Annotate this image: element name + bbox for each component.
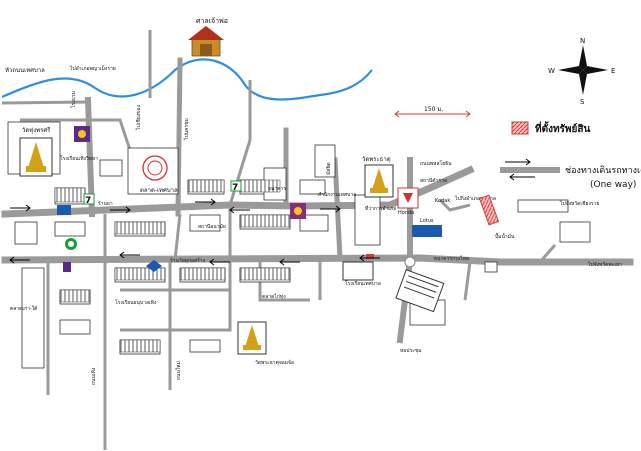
road-south-label-2: ถนนใหม่ <box>175 361 182 380</box>
seven-eleven-icon: 7 <box>83 193 95 206</box>
bank-icon <box>74 126 90 142</box>
district-office-label: ที่ว่าการอำเภอ <box>365 205 396 212</box>
seven-eleven-icon: 7 <box>230 180 242 193</box>
compass-n: N <box>580 37 585 45</box>
road-label-phaya-mengrai: ไปอำเภอพญาเม็งราย <box>69 64 116 72</box>
to-chiang-khong-label: ไปเชียงของ <box>135 104 142 131</box>
shrine-icon <box>188 26 224 57</box>
svg-text:7: 7 <box>232 183 238 193</box>
building-rows <box>54 179 291 353</box>
property-location-marker <box>478 194 500 226</box>
legend-oneway-en: (One way) <box>590 180 636 190</box>
minor-roads <box>1 30 557 450</box>
shrine-label: ศาลเจ้าพ่อ <box>196 17 228 25</box>
oneway-arrows <box>9 198 380 266</box>
temple-label-1: วัดทุ่งพรศรี <box>22 126 51 134</box>
shop-south-label: ร้านวัสดุก่อสร้าง <box>170 257 206 264</box>
market-south-label: ตลาดเก่า-ใต้ <box>10 305 37 312</box>
police-label: สถานีตำรวจ <box>420 177 447 184</box>
bank-icon <box>57 205 71 215</box>
market-mid-label: ตลาดไก่ทุ่ง <box>262 293 286 300</box>
bank-icon <box>290 203 306 219</box>
mosque-label: มัสยิด <box>325 162 332 175</box>
legend-oneway-label: ช่องทางเดินรถทางเดียว <box>565 165 641 176</box>
hotel-label: โรงแรม <box>70 91 77 108</box>
temple-icon <box>19 137 53 177</box>
honda-icon <box>397 187 419 209</box>
hall-building-icon <box>395 269 445 313</box>
road-label-top-left: หัวถนนเทศบาล <box>5 67 45 74</box>
roundabout-icon <box>404 256 416 268</box>
market-icon <box>142 155 168 181</box>
legend-location-label: ที่ตั้งทรัพย์สิน <box>535 121 590 135</box>
bank-icon <box>146 260 162 272</box>
municipal-label: สำนักงานเทศบาล <box>318 192 356 198</box>
temple-icon <box>237 321 267 355</box>
bank-icon <box>63 262 71 272</box>
bank-icon <box>65 238 77 250</box>
cinema-label: หอประชุม <box>400 348 422 354</box>
to-phayao-label: ไปจังหวัดพะเยา <box>587 261 622 268</box>
river <box>1 58 373 101</box>
road-center-label: ถนนพหลโยธิน <box>420 160 452 167</box>
legend-location-swatch <box>511 121 529 135</box>
school-3-label: โรงเรียนเทศบาล <box>345 280 381 287</box>
compass-icon <box>558 45 608 95</box>
scale-label: 150 ม. <box>424 106 443 113</box>
road-south-label-1: ถนนเทิง <box>90 367 97 385</box>
school-building-icon <box>342 254 374 281</box>
school-2-label: โรงเรียนอนุบาลเทิง <box>115 299 157 306</box>
compass-w: W <box>548 67 555 75</box>
scale-bar <box>394 110 471 118</box>
lotus-label: Lotus <box>420 218 434 224</box>
lotus-icon <box>412 225 442 237</box>
kodak-label: Kodak <box>435 198 450 204</box>
bank-label: ธนาคาร <box>268 186 286 192</box>
temple-icon <box>364 164 394 198</box>
to-nakhon-chang-label: ไปนครชุม <box>183 118 190 141</box>
compass-e: E <box>611 67 615 75</box>
temple-label-2: วัดพระธาตุ <box>362 156 391 163</box>
school-label: โรงเรียนเทิงวิทยา <box>60 155 98 162</box>
to-chiang-rai-label: ไปจังหวัดเชียงราย <box>559 200 599 207</box>
temple-label-3: วัดพระธาตุจอมจ้อ <box>255 359 294 366</box>
legend-oneway-swatch <box>500 158 560 181</box>
health-station-label: สถานีอนามัย <box>198 223 226 230</box>
market-label: ตลาด-เทศบาล <box>140 187 178 194</box>
bank-thai-label: ธนาคารกรุงไทย <box>434 255 469 262</box>
hospital-label: ร้านยา <box>98 200 113 207</box>
bus-station-label: ไปกิ่งอำเภอขุนตาล <box>454 195 496 202</box>
svg-text:7: 7 <box>85 196 91 206</box>
honda-label: Honda <box>398 210 414 216</box>
gas-station-label: ปั๊มน้ำมัน <box>495 231 515 240</box>
compass-s: S <box>580 98 585 106</box>
